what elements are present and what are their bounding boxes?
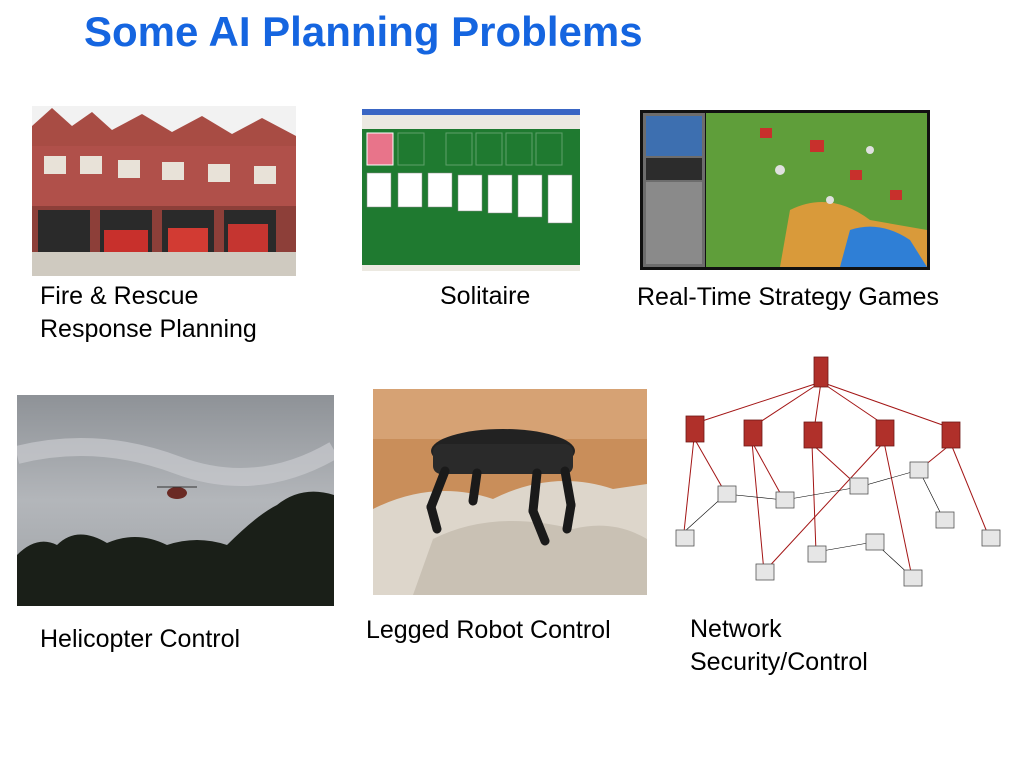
caption-solitaire: Solitaire — [440, 282, 531, 310]
caption-helicopter: Helicopter Control — [40, 625, 241, 653]
caption-legged-robot: Legged Robot Control — [366, 616, 611, 644]
helicopter-photo — [17, 395, 334, 606]
legged-robot-photo — [373, 389, 647, 595]
caption-fire-rescue-line2: Response Planning — [40, 315, 257, 343]
slide-title: Some AI Planning Problems — [84, 8, 643, 55]
caption-network-line1: Network — [690, 615, 782, 643]
fire-station-photo — [32, 106, 296, 276]
solitaire-screenshot — [362, 109, 580, 271]
caption-network-line2: Security/Control — [690, 648, 868, 676]
rts-game-screenshot — [640, 110, 930, 270]
caption-fire-rescue-line1: Fire & Rescue — [40, 282, 199, 310]
network-diagram — [664, 352, 1006, 602]
caption-rts-games: Real-Time Strategy Games — [637, 283, 939, 311]
